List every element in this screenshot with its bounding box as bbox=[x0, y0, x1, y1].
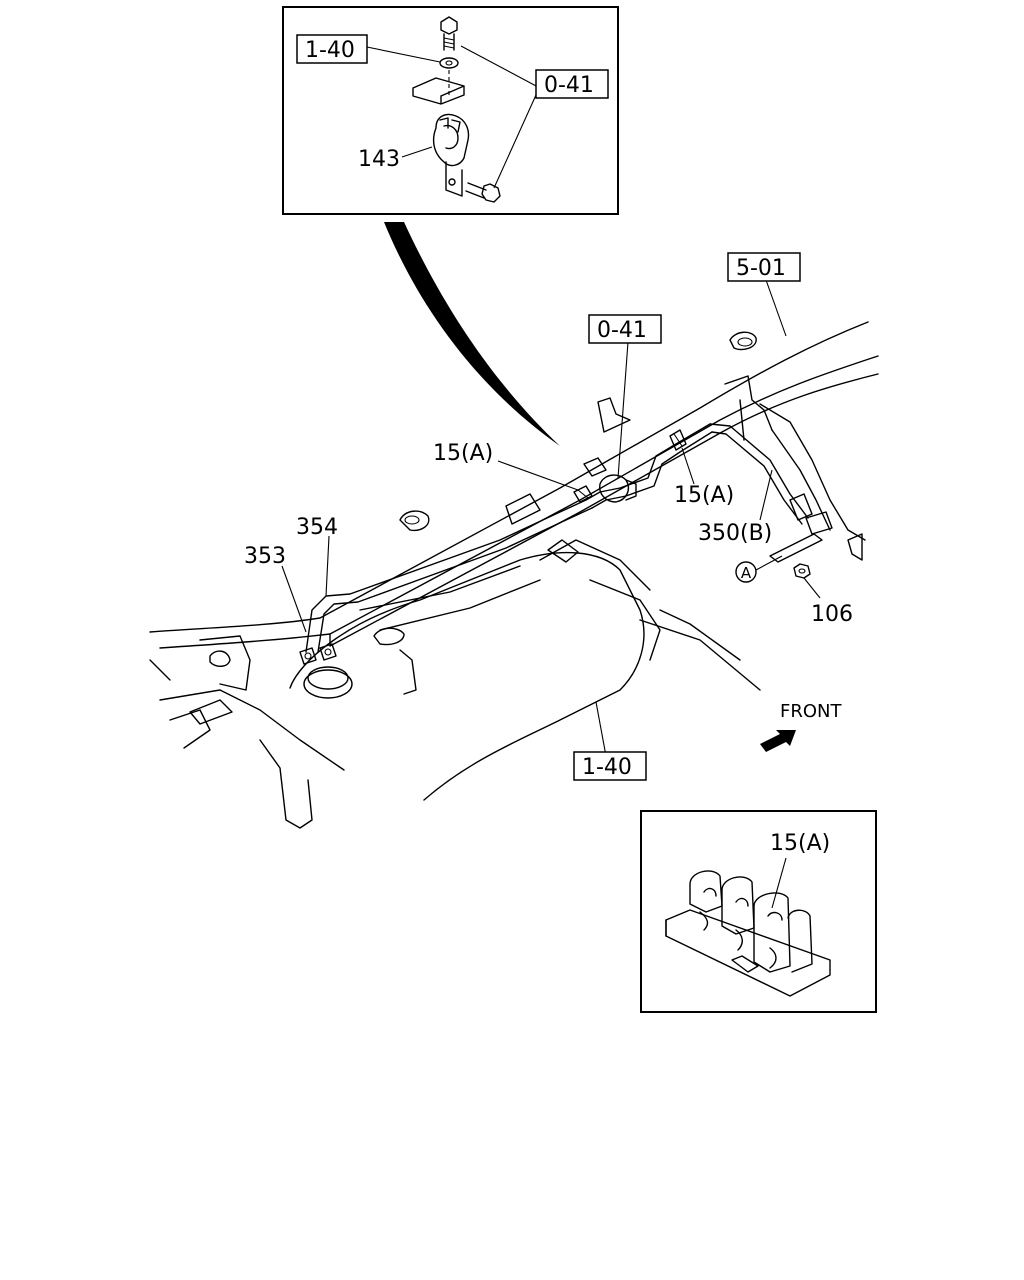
ref-1-40-top-label: 1-40 bbox=[305, 38, 355, 63]
ref-box-0-41-main[interactable]: 0-41 bbox=[588, 314, 662, 344]
ref-box-1-40-top[interactable]: 1-40 bbox=[296, 34, 368, 64]
nut-106-icon[interactable] bbox=[793, 563, 811, 579]
clamp-143-icon bbox=[432, 113, 470, 197]
clip-15a-detail-icon[interactable] bbox=[665, 870, 831, 997]
clip-15a-detail-label[interactable]: 15(A) bbox=[770, 831, 830, 856]
ref-box-5-01[interactable]: 5-01 bbox=[727, 252, 801, 282]
bracket-plate-icon bbox=[412, 77, 465, 105]
circle-a-label: A bbox=[741, 564, 752, 582]
left-frame-bracket bbox=[149, 635, 345, 829]
part-353-label[interactable]: 353 bbox=[244, 544, 286, 569]
ref-0-41-main-label: 0-41 bbox=[597, 318, 647, 343]
part-350b-label[interactable]: 350(B) bbox=[698, 521, 772, 546]
fuel-lines bbox=[305, 423, 809, 653]
main-assembly: 5-01 0-41 15(A) 15(A) 350(B) 354 353 A 1… bbox=[149, 252, 879, 829]
circle-a-marker[interactable]: A bbox=[735, 561, 757, 583]
clamp-0-41-main-icon[interactable] bbox=[583, 457, 637, 503]
flange-bolt-top-icon bbox=[440, 16, 458, 51]
ref-1-40-main-label: 1-40 bbox=[582, 755, 632, 780]
clip-15a-right-icon[interactable] bbox=[669, 429, 687, 451]
washer-icon bbox=[439, 57, 459, 69]
flange-bolt-side-icon bbox=[465, 182, 501, 203]
clip-15a-left-icon[interactable] bbox=[573, 485, 593, 503]
part-354-label[interactable]: 354 bbox=[296, 515, 338, 540]
front-label: FRONT bbox=[780, 701, 842, 722]
ref-box-0-41-top[interactable]: 0-41 bbox=[535, 69, 609, 99]
part-143-label[interactable]: 143 bbox=[358, 147, 400, 172]
front-direction-indicator: FRONT bbox=[760, 701, 842, 752]
ref-0-41-top-label: 0-41 bbox=[544, 73, 594, 98]
fuel-tank bbox=[289, 539, 761, 801]
clip-15a-right-label[interactable]: 15(A) bbox=[674, 483, 734, 508]
ref-5-01-label: 5-01 bbox=[736, 256, 786, 281]
line-fitting-353-icon[interactable] bbox=[299, 647, 317, 665]
ref-box-1-40-main[interactable]: 1-40 bbox=[573, 751, 647, 781]
clip-inset-frame bbox=[640, 810, 877, 1013]
front-arrow-icon bbox=[760, 730, 796, 752]
chassis-frame-rail bbox=[149, 321, 879, 649]
detail-pointer-wedge bbox=[384, 222, 560, 446]
clip-detail-inset: 15(A) bbox=[640, 810, 877, 1013]
line-connector-350b-icon[interactable] bbox=[789, 493, 833, 535]
top-detail-inset: 1-40 0-41 143 bbox=[282, 6, 619, 215]
part-106-label[interactable]: 106 bbox=[811, 602, 853, 627]
line-fitting-354-icon[interactable] bbox=[319, 643, 337, 661]
clip-15a-left-label[interactable]: 15(A) bbox=[433, 441, 493, 466]
